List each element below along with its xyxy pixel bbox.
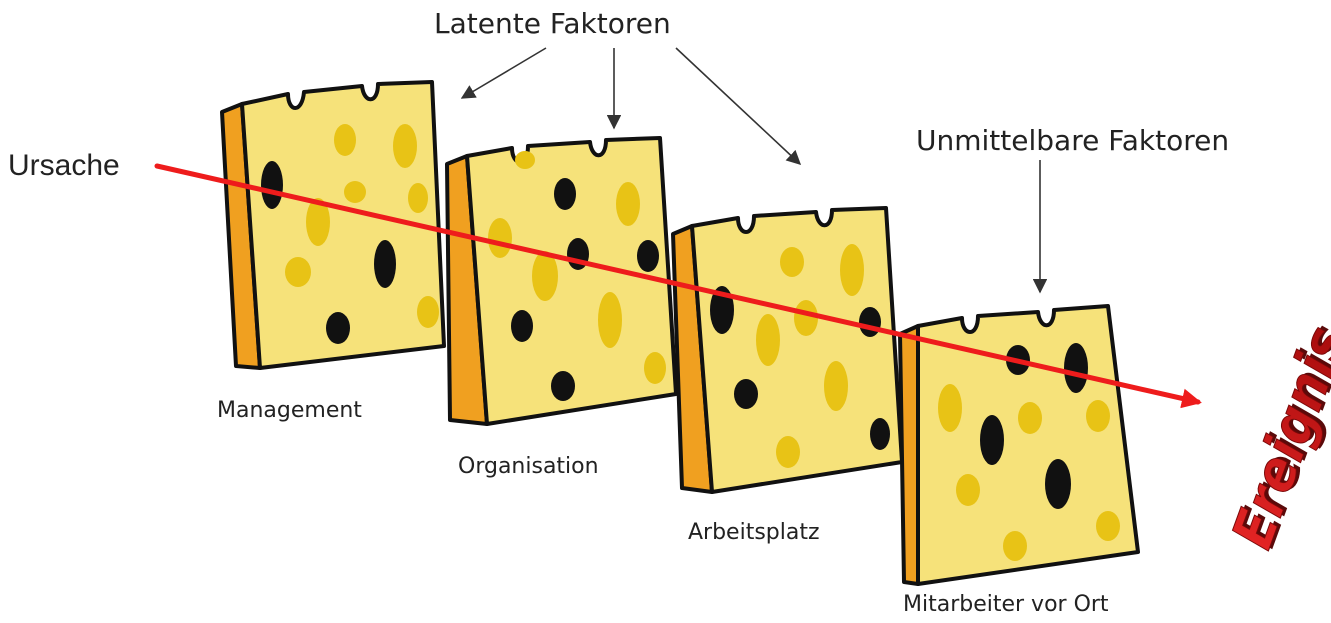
cheese-hole [417,296,439,328]
cheese-side [900,326,918,584]
cheese-hole [1045,459,1071,509]
cheese-slice-mitarbeiter-vor-ort [900,306,1138,584]
cheese-hole [393,124,417,168]
cheese-hole [637,240,659,272]
cheese-hole [598,292,622,348]
cheese-hole [980,415,1004,465]
cheese-hole [1003,531,1027,561]
cheese-hole [840,244,864,296]
cheese-hole [859,307,881,337]
slice-label-arbeitsplatz: Arbeitsplatz [688,520,820,545]
cheese-hole [285,257,311,287]
cheese-hole [870,418,890,450]
slice-label-mitarbeiter-vor-ort: Mitarbeiter vor Ort [903,592,1109,617]
event-label-group: Ereignis Ereignis [1220,316,1331,558]
cheese-hole [261,161,283,209]
cheese-hole [1096,511,1120,541]
cheese-hole [488,218,512,258]
event-label: Ereignis [1220,318,1331,556]
cheese-hole [1064,343,1088,393]
cheese-hole [408,183,428,213]
cheese-hole [326,312,350,344]
cheese-slice-arbeitsplatz [673,208,902,492]
cheese-hole [780,247,804,277]
cheese-hole [616,182,640,226]
cause-label: Ursache [8,149,120,182]
cheese-hole [554,178,576,210]
cheese-hole [734,379,758,409]
cheese-hole [776,436,800,468]
slice-label-organisation: Organisation [458,454,599,479]
cheese-hole [794,300,818,336]
cheese-hole [551,371,575,401]
cheese-hole [956,474,980,506]
cheese-hole [374,240,396,288]
cheese-hole [1086,400,1110,432]
slice-label-management: Management [217,398,362,423]
cheese-hole [511,310,533,342]
cheese-hole [756,314,780,366]
cheese-hole [938,384,962,432]
cheese-hole [1018,402,1042,434]
cheese-hole [644,352,666,384]
cheese-hole [515,151,535,169]
cheese-hole [344,181,366,203]
cheese-hole [824,361,848,411]
immediate-factors-label: Unmittelbare Faktoren [916,124,1229,157]
cheese-hole [334,124,356,156]
latent-factors-label: Latente Faktoren [434,7,671,40]
pointer-arrow-arbeitsplatz [676,48,800,164]
cheese-slice-organisation [447,138,676,424]
pointer-arrow-management [462,48,546,98]
